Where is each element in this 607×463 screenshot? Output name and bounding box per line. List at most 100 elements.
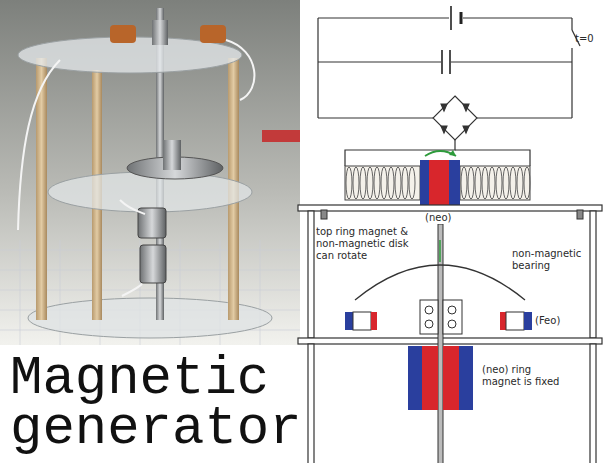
bridge-rectifier-symbol <box>463 126 469 133</box>
circuit-wires <box>455 150 530 166</box>
coil-winding <box>461 167 467 199</box>
top-ring-magnet <box>449 160 460 206</box>
probe <box>262 130 300 142</box>
circuit-wires <box>451 61 572 62</box>
screw <box>321 210 327 219</box>
battery-symbol <box>460 12 463 24</box>
housing <box>298 205 602 463</box>
coil-symbol <box>345 166 420 200</box>
coil-winding <box>510 167 516 199</box>
top-ring-magnet <box>420 160 460 206</box>
bridge-rectifier-symbol <box>441 126 447 133</box>
rotor-note: top ring magnet & non-magnetic disk can … <box>316 226 428 262</box>
bearing <box>448 306 456 314</box>
housing <box>590 344 596 463</box>
coil-winding <box>388 167 394 199</box>
coil-winding <box>346 167 352 199</box>
housing <box>298 205 602 211</box>
circuit-wires <box>477 117 572 118</box>
ferrite-magnet <box>345 312 532 330</box>
device-photo <box>0 0 300 345</box>
motor <box>140 245 166 283</box>
bearing <box>425 320 433 328</box>
bridge-rectifier-symbol <box>441 104 447 111</box>
bearing <box>420 300 438 334</box>
circuit-wires <box>318 18 580 166</box>
battery-symbol <box>451 6 461 30</box>
shaft <box>438 224 443 463</box>
circuit-wires <box>571 18 572 30</box>
magnet-material-label: (neo) <box>424 212 460 224</box>
non-magnetic-disk <box>355 265 525 300</box>
magnet-material-label: (Feo) <box>535 315 585 327</box>
coil-winding <box>475 167 481 199</box>
coil-winding <box>409 167 415 199</box>
circuit-wires <box>317 18 318 118</box>
fixed-ring-magnet <box>422 346 438 410</box>
bridge-rectifier-symbol <box>433 96 477 140</box>
ferrite-magnet <box>371 312 377 330</box>
rotation-arrow <box>439 240 441 262</box>
ferrite-magnet <box>353 312 371 330</box>
coil-winding <box>395 167 401 199</box>
coil-winding <box>503 167 509 199</box>
coil-winding <box>353 167 359 199</box>
wire <box>226 40 254 100</box>
capacitor-symbol <box>441 50 443 74</box>
bearing-note: non-magnetic bearing <box>512 248 588 272</box>
ferrite-magnet <box>506 312 524 330</box>
ferrite-magnet <box>500 312 506 330</box>
wire <box>120 200 145 214</box>
coil-winding <box>381 167 387 199</box>
wire <box>122 284 142 296</box>
fixed-magnet-note: (neo) ring magnet is fixed <box>482 364 562 388</box>
coil-winding <box>489 167 495 199</box>
housing <box>590 211 596 338</box>
screw <box>577 210 583 219</box>
capacitor-symbol <box>449 50 451 74</box>
fixed-ring-magnet <box>459 346 473 410</box>
coil-winding <box>360 167 366 199</box>
fixed-ring-magnet <box>443 346 459 410</box>
coil <box>200 25 226 43</box>
coil-winding <box>517 167 523 199</box>
device-photo <box>0 0 300 345</box>
paper-grid <box>20 240 21 345</box>
coil-winding <box>482 167 488 199</box>
ferrite-magnet <box>345 312 353 330</box>
coil-winding <box>374 167 380 199</box>
fixed-ring-magnet <box>408 346 473 410</box>
bridge-rectifier-symbol <box>463 104 469 111</box>
top-magnet-holder <box>152 20 168 45</box>
bridge-rectifier-symbol <box>433 96 477 140</box>
ferrite-magnet <box>524 312 532 330</box>
bearing <box>448 320 456 328</box>
title-text: Magnetic generator <box>10 354 310 454</box>
coil-winding <box>367 167 373 199</box>
bearing <box>443 300 462 334</box>
coil-winding <box>524 167 530 199</box>
top-ring-magnet <box>429 160 449 206</box>
rotation-arrow <box>449 150 456 156</box>
battery-symbol <box>450 6 452 30</box>
housing <box>298 338 602 344</box>
bearing <box>425 306 433 314</box>
coil <box>110 25 136 43</box>
circuit-wires <box>318 61 441 62</box>
coil-winding <box>496 167 502 199</box>
circuit-wires <box>571 48 572 118</box>
housing <box>308 344 314 463</box>
coil-winding <box>468 167 474 199</box>
fixed-ring-magnet <box>408 346 422 410</box>
coil-symbol <box>460 166 530 200</box>
middle-acrylic-disk <box>48 172 252 212</box>
circuit-wires <box>318 117 433 118</box>
circuit-wires <box>463 17 572 18</box>
switch-label: t=0 <box>575 33 603 45</box>
wire <box>18 60 60 230</box>
rotation-arrow <box>425 151 456 156</box>
top-ring-magnet <box>420 160 429 206</box>
hub <box>163 140 181 170</box>
housing <box>308 211 314 338</box>
